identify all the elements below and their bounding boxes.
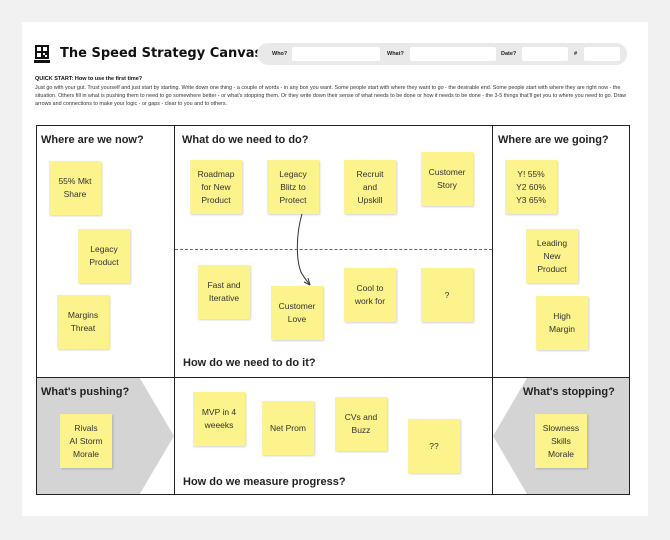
divider-right	[492, 125, 493, 495]
section-title-now: Where are we now?	[41, 134, 144, 146]
divider-horizontal	[36, 377, 630, 378]
sticky-note[interactable]: Leading New Product	[526, 229, 578, 283]
sticky-note[interactable]: Margins Threat	[57, 295, 109, 349]
number-field[interactable]	[584, 47, 620, 61]
sticky-note[interactable]: Customer Story	[421, 152, 473, 206]
section-title-stopping: What's stopping?	[523, 386, 615, 398]
sticky-note[interactable]: MVP in 4 weeeks	[193, 392, 245, 446]
sticky-note[interactable]: Legacy Blitz to Protect	[267, 160, 319, 214]
sticky-note[interactable]: Slowness Skills Morale	[535, 414, 587, 468]
sticky-note[interactable]: CVs and Buzz	[335, 397, 387, 451]
quick-start-title: QUICK START: How to use the first time?	[35, 76, 143, 82]
sticky-note[interactable]: Cool to work for	[344, 268, 396, 322]
sticky-note[interactable]: 55% Mkt Share	[49, 161, 101, 215]
sticky-note[interactable]: Recruit and Upskill	[344, 160, 396, 214]
quick-start-body: Just go with your gut. Trust yourself an…	[35, 85, 627, 107]
who-label: Who?	[272, 51, 288, 57]
sticky-note[interactable]: ??	[408, 419, 460, 473]
divider-dashed	[175, 249, 492, 250]
who-field[interactable]	[292, 47, 380, 61]
divider-left	[174, 125, 175, 495]
section-title-pushing: What's pushing?	[41, 386, 130, 398]
qr-code-icon	[34, 45, 50, 63]
sticky-note[interactable]: Net Prom	[262, 401, 314, 455]
sticky-note[interactable]: Legacy Product	[78, 229, 130, 283]
section-title-measure: How do we measure progress?	[183, 476, 346, 488]
section-title-going: Where are we going?	[498, 134, 609, 146]
sticky-note[interactable]: Roadmap for New Product	[190, 160, 242, 214]
date-field[interactable]	[522, 47, 568, 61]
sticky-note[interactable]: Fast and Iterative	[198, 265, 250, 319]
sticky-note[interactable]: Customer Love	[271, 286, 323, 340]
what-label: What?	[387, 51, 404, 57]
section-title-how: How do we need to do it?	[183, 357, 316, 369]
sticky-note[interactable]: Rivals AI Storm Morale	[60, 414, 112, 468]
sticky-note[interactable]: ?	[421, 268, 473, 322]
connector-arrow	[296, 213, 311, 286]
number-label: #	[574, 51, 578, 57]
canvas-frame	[36, 125, 630, 495]
section-title-todo: What do we need to do?	[182, 134, 309, 146]
what-field[interactable]	[410, 47, 496, 61]
date-label: Date?	[501, 51, 517, 57]
page-title: The Speed Strategy Canvas	[60, 46, 263, 61]
sticky-note[interactable]: High Margin	[536, 296, 588, 350]
sticky-note[interactable]: Y! 55% Y2 60% Y3 65%	[505, 160, 557, 214]
